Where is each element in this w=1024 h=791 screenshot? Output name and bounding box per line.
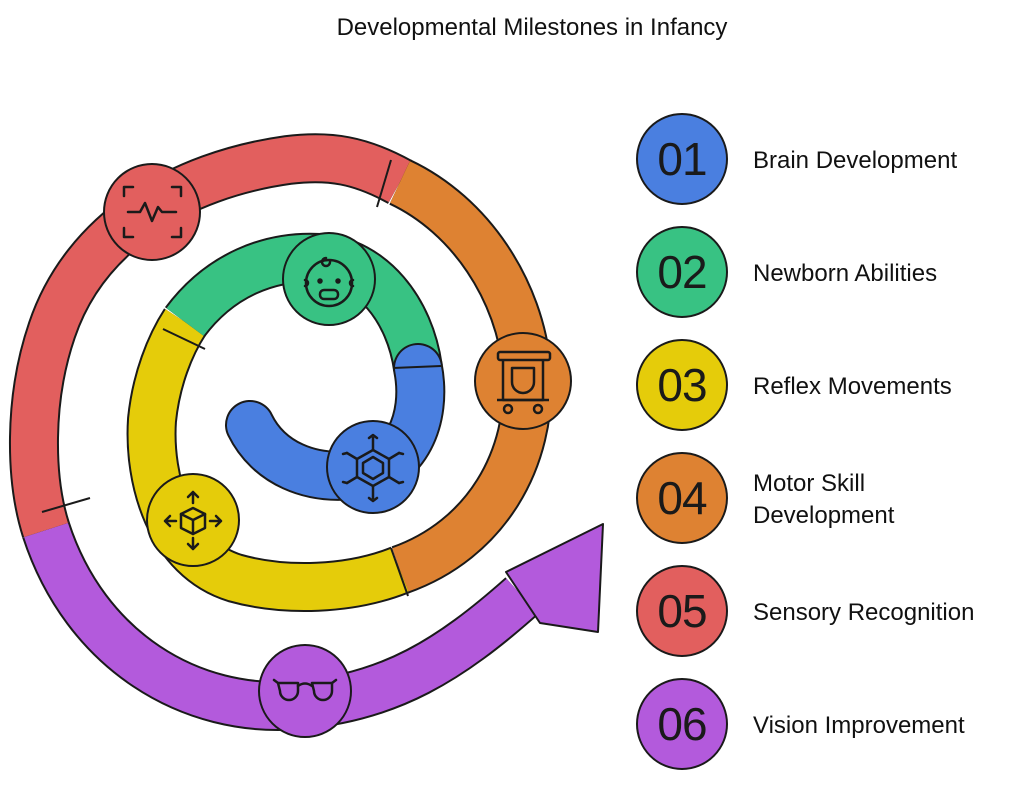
legend-circle: 03: [636, 339, 728, 431]
diagram-title: Developmental Milestones in Infancy: [336, 14, 728, 41]
legend-item-02: 02 Newborn Abilities: [636, 226, 1024, 322]
segment-dividers: [41, 159, 442, 597]
spiral-diagram: [8, 133, 604, 738]
legend-label: Sensory Recognition: [753, 599, 975, 626]
heartbeat-scan-icon: [103, 163, 201, 261]
legend-label: Motor Skill Development: [753, 470, 895, 529]
legend-item-01: 01 Brain Development: [636, 113, 1024, 209]
legend-item-03: 03 Reflex Movements: [636, 339, 1024, 435]
baby-walker-icon: [474, 332, 572, 430]
legend-label: Reflex Movements: [753, 373, 952, 400]
legend-label: Newborn Abilities: [753, 260, 938, 287]
legend-item-04: 04 Motor Skill Development: [636, 452, 1024, 548]
legend-number: 01: [657, 133, 707, 185]
legend-circle: 02: [636, 226, 728, 318]
legend-circle: 05: [636, 565, 728, 657]
legend-number: 03: [657, 359, 707, 411]
glasses-icon: [258, 644, 352, 738]
molecule-icon: [326, 420, 420, 514]
legend-number: 02: [657, 246, 707, 298]
legend-circle: 01: [636, 113, 728, 205]
legend-item-06: 06 Vision Improvement: [636, 678, 1024, 774]
legend-circle: 04: [636, 452, 728, 544]
baby-face-icon: [282, 232, 376, 326]
legend-label: Vision Improvement: [753, 712, 965, 739]
legend-number: 05: [657, 585, 707, 637]
legend-circle: 06: [636, 678, 728, 770]
legend-label: Brain Development: [753, 147, 958, 174]
legend-number: 04: [657, 472, 707, 524]
cube-arrows-icon: [146, 473, 240, 567]
legend-number: 06: [657, 698, 707, 750]
legend-item-05: 05 Sensory Recognition: [636, 565, 1024, 661]
spiral-arrow-head: [505, 523, 604, 633]
